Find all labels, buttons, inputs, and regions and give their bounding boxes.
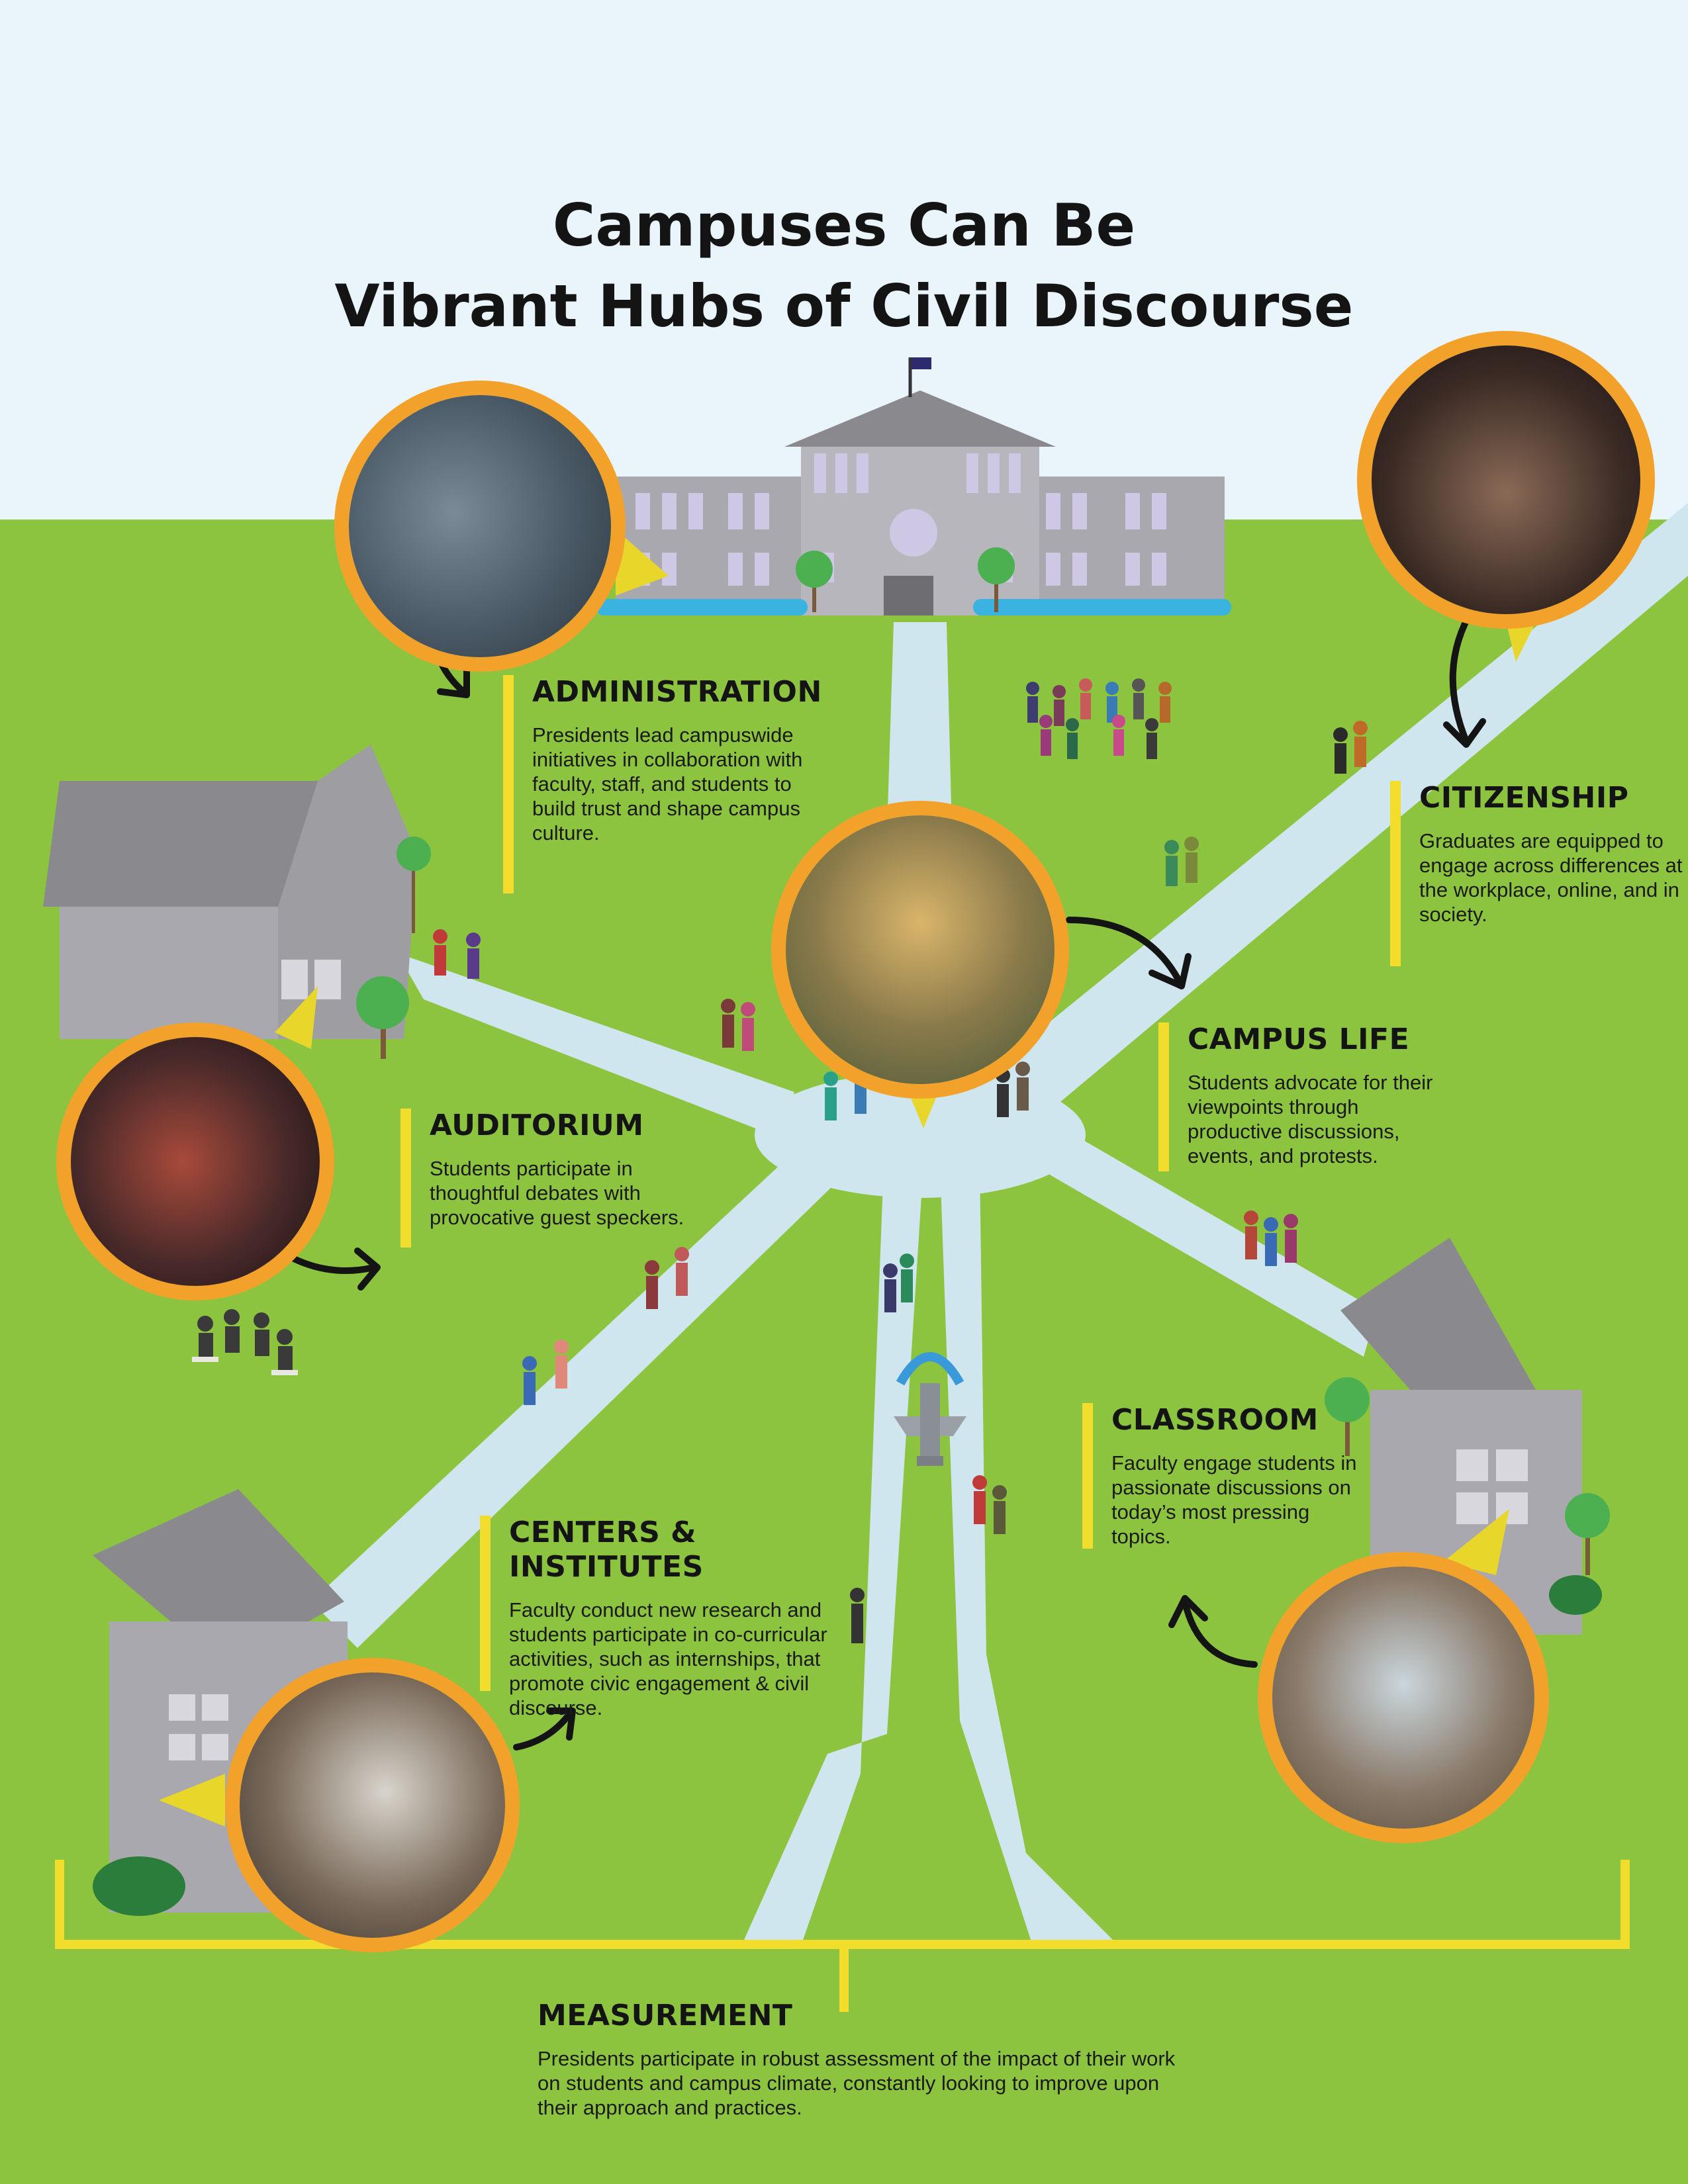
title-line-2: Vibrant Hubs of Civil Discourse <box>334 272 1354 340</box>
path-south-right <box>940 1165 1119 1946</box>
section-body: Faculty conduct new research and student… <box>509 1598 827 1719</box>
accent-bar <box>1390 781 1401 966</box>
trees-building <box>796 547 1015 612</box>
section-auditorium: AUDITORIUM Students participate in thoug… <box>400 1109 685 1248</box>
section-body: Presidents lead campuswide initiatives i… <box>532 723 803 844</box>
section-heading: CITIZENSHIP <box>1419 781 1629 815</box>
photo-classroom <box>1258 1552 1549 1843</box>
accent-bar <box>400 1109 411 1248</box>
arrow-campus-life <box>1066 917 1182 983</box>
section-body: Graduates are equipped to engage across … <box>1419 829 1683 926</box>
path-northeast <box>980 503 1688 1125</box>
photo-centers-institutes <box>225 1658 520 1952</box>
path-southwest <box>311 1152 834 1648</box>
section-centers-institutes: CENTERS & INSTITUTES Faculty conduct new… <box>480 1516 851 1720</box>
section-body: Presidents participate in robust assessm… <box>538 2047 1176 2119</box>
west-house <box>43 745 431 1059</box>
section-classroom: CLASSROOM Faculty engage students in pas… <box>1082 1403 1374 1549</box>
seated-group <box>192 1309 298 1375</box>
accent-bar <box>1158 1023 1169 1171</box>
accent-bar <box>480 1516 491 1691</box>
section-body: Students advocate for their viewpoints t… <box>1188 1071 1433 1167</box>
section-administration: ADMINISTRATION Presidents lead campuswid… <box>503 675 822 893</box>
accent-bar <box>503 675 514 893</box>
section-heading: AUDITORIUM <box>430 1109 644 1142</box>
section-heading: CENTERS & INSTITUTES <box>509 1516 704 1584</box>
main-building <box>596 357 1231 615</box>
arrow-classroom <box>1182 1598 1258 1668</box>
page-title: Campuses Can Be Vibrant Hubs of Civil Di… <box>0 185 1688 347</box>
section-campus-life: CAMPUS LIFE Students advocate for their … <box>1158 1023 1456 1171</box>
section-citizenship: CITIZENSHIP Graduates are equipped to en… <box>1390 781 1688 966</box>
section-measurement: MEASUREMENT Presidents participate in ro… <box>510 1999 1178 2120</box>
arrows <box>288 606 1486 1751</box>
photo-campus-life <box>771 801 1069 1099</box>
photo-citizenship <box>1357 331 1655 629</box>
photo-administration <box>334 381 626 672</box>
fountain <box>894 1352 966 1466</box>
section-heading: CAMPUS LIFE <box>1188 1023 1410 1056</box>
measurement-bracket <box>55 1860 1630 2012</box>
accent-bar <box>1082 1403 1093 1549</box>
section-heading: MEASUREMENT <box>538 1999 793 2032</box>
path-south-left <box>741 1165 923 1946</box>
arrow-centers <box>513 1711 573 1751</box>
photo-auditorium <box>56 1023 334 1300</box>
path-west <box>397 953 794 1138</box>
title-line-1: Campuses Can Be <box>552 191 1136 259</box>
section-body: Students participate in thoughtful debat… <box>430 1157 684 1229</box>
section-heading: ADMINISTRATION <box>532 675 822 709</box>
path-east <box>1033 1118 1377 1357</box>
arrow-citizenship <box>1449 606 1476 745</box>
section-body: Faculty engage students in passionate di… <box>1111 1451 1357 1548</box>
section-heading: CLASSROOM <box>1111 1403 1319 1437</box>
